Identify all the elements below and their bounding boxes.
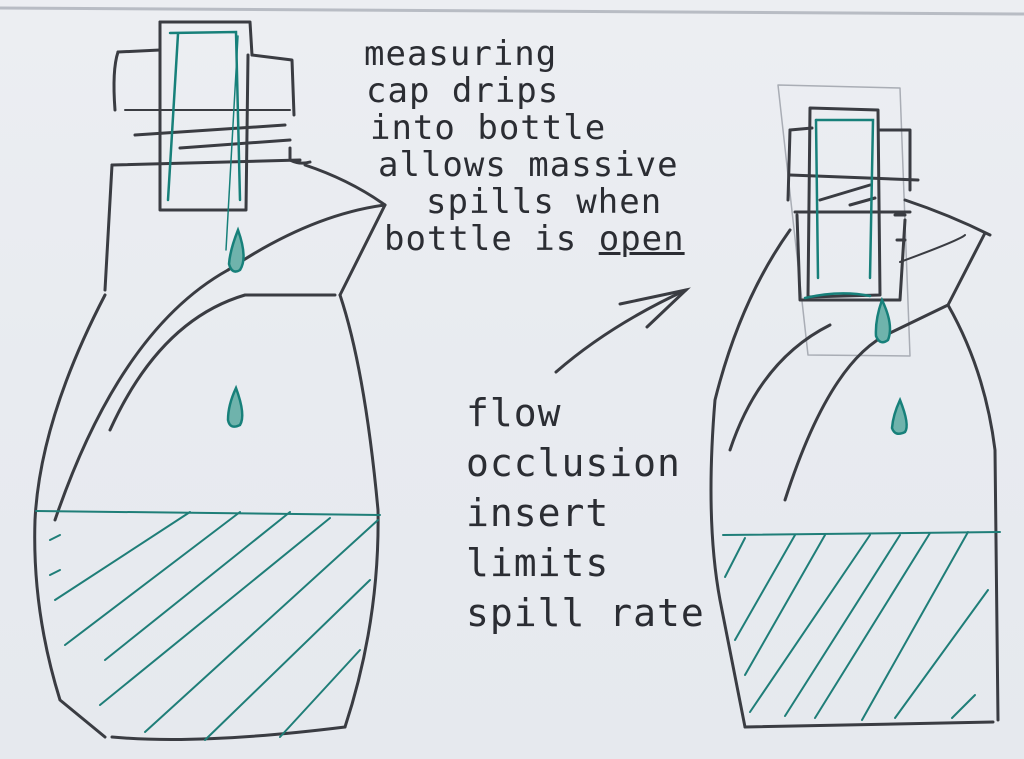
left-measuring-cap — [166, 30, 242, 251]
arrow-icon — [554, 287, 691, 374]
left-bottle — [33, 20, 387, 741]
paper-top-edge — [0, 6, 1024, 16]
flow-occlusion-insert — [803, 118, 875, 300]
annotation-line: allows massive — [378, 145, 679, 185]
right-bottle — [709, 84, 1000, 729]
annotation-line: occlusion — [466, 441, 681, 485]
annotation-line: insert — [466, 491, 610, 535]
annotation-line: bottle is open — [364, 221, 685, 258]
problem-annotation: measuring cap drips into bottle allows m… — [364, 36, 685, 258]
annotation-text: bottle is — [384, 219, 578, 259]
drop-icon — [226, 384, 244, 428]
solution-annotation: flow occlusion insert limits spill rate — [466, 388, 705, 638]
left-liquid-fill — [35, 510, 381, 741]
annotation-line: cap drips — [366, 71, 560, 111]
annotation-line: limits — [466, 541, 610, 585]
annotation-line: measuring — [364, 34, 558, 74]
annotation-line: flow — [466, 391, 562, 435]
annotation-line: spills when — [426, 182, 663, 222]
annotation-line: into bottle — [370, 108, 607, 148]
drop-icon — [890, 396, 908, 436]
drop-icon — [874, 296, 892, 344]
annotation-line: spill rate — [466, 591, 705, 635]
drop-icon — [227, 226, 245, 273]
annotation-emphasis: open — [598, 219, 685, 259]
right-liquid-fill — [722, 531, 1001, 721]
